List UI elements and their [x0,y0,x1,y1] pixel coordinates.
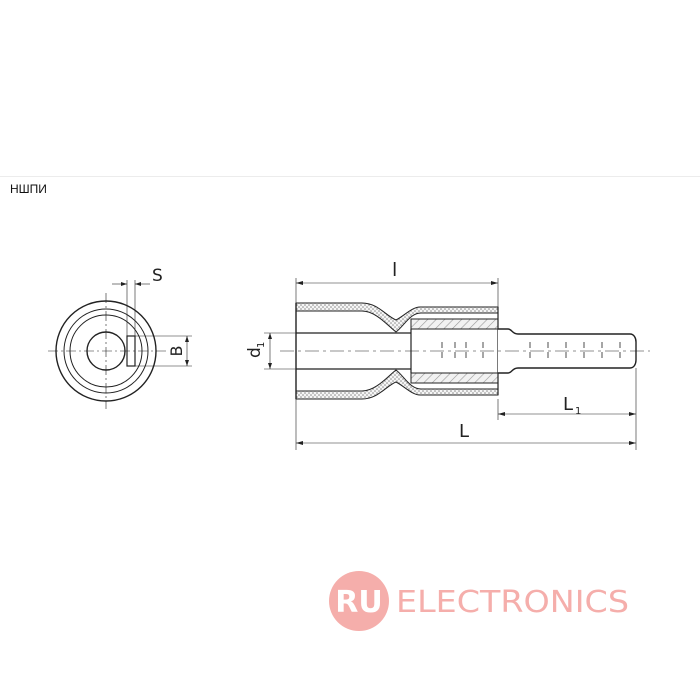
watermark-brand-text: ELECTRONICS [396,585,629,620]
dimension-label-l1-subscript: 1 [575,406,581,417]
dimension-label-b: B [167,346,186,357]
metal-sleeve-lower [410,372,499,384]
end-view [48,280,192,409]
watermark: RU ELECTRONICS [329,571,629,631]
dimension-label-l1: L [563,394,573,415]
side-view [264,278,650,450]
dimension-label-d1-subscript: 1 [256,342,267,348]
product-code-label: НШПИ [10,182,47,196]
dimension-label-l-total: L [459,421,469,442]
separator-line [0,176,700,177]
dimension-label-s: S [152,266,163,286]
watermark-badge [329,571,389,631]
metal-sleeve-upper [410,318,499,330]
dimension-label-d1: d [245,347,265,358]
dimension-label-l: l [392,259,397,281]
watermark-badge-text: RU [335,585,382,620]
